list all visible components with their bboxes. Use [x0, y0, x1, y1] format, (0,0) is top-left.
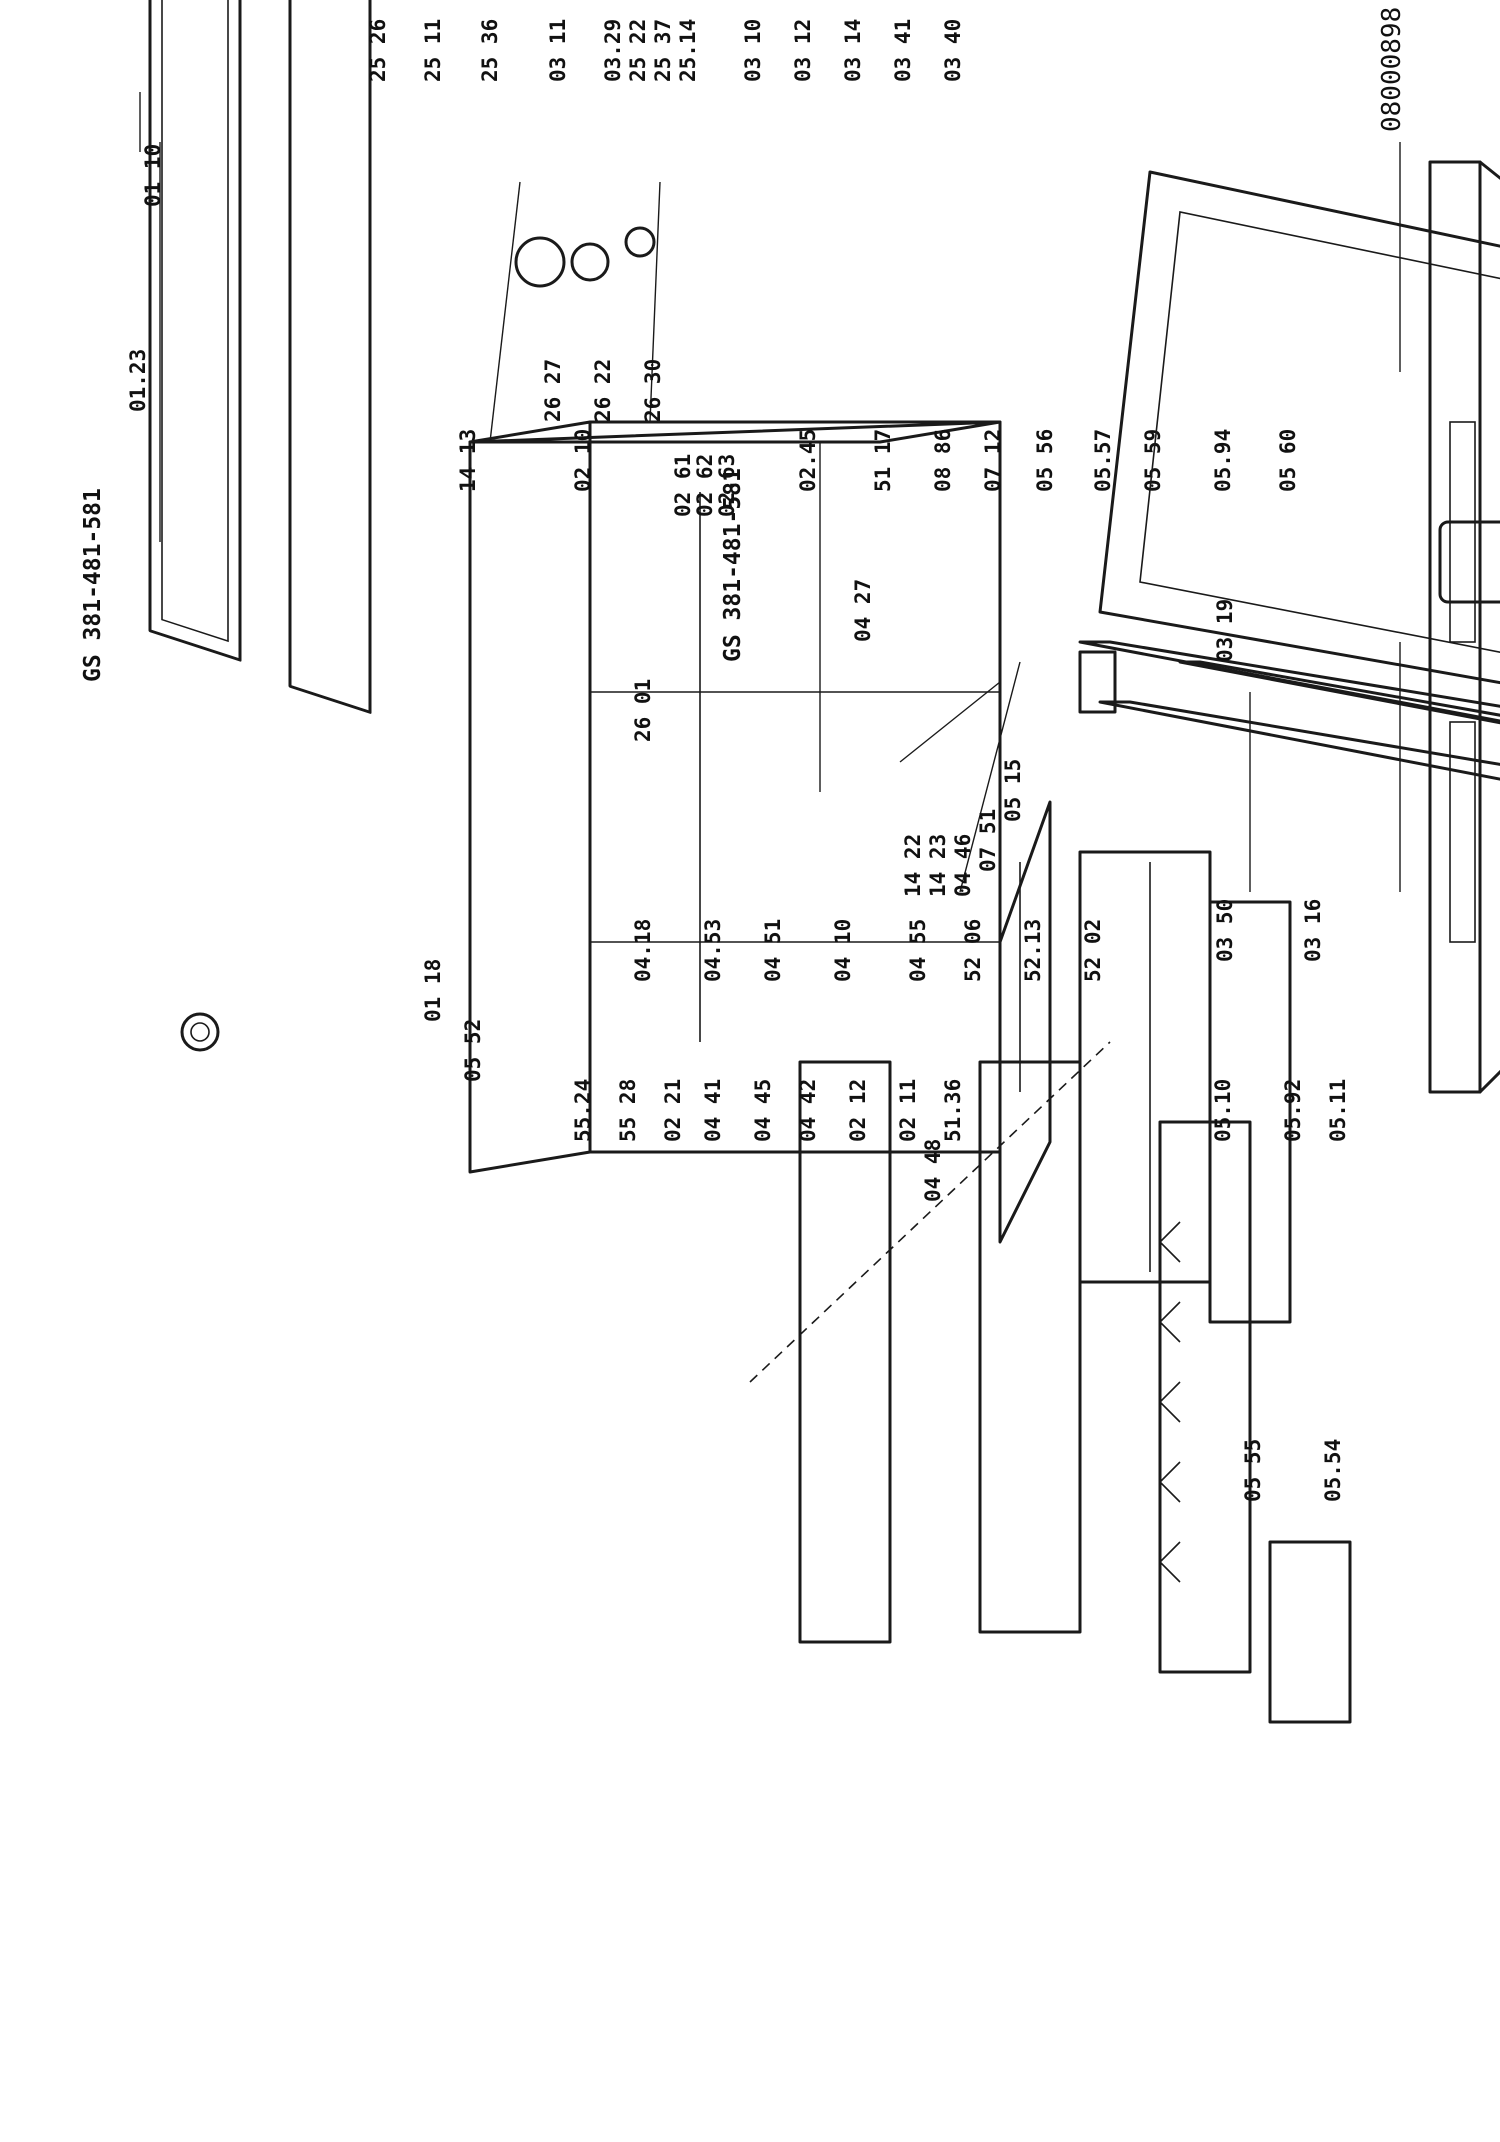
door-inner-panel	[1078, 640, 1500, 864]
label-14-23: 14 23	[926, 834, 950, 897]
toe-kick-strip	[978, 1060, 1252, 1674]
label-02-45: 02.45	[796, 429, 820, 492]
label-04-53: 04.53	[701, 919, 725, 982]
label-08-86: 08 86	[931, 429, 955, 492]
label-03-12: 03 12	[791, 19, 815, 82]
label-55-28: 55 28	[616, 1079, 640, 1142]
grommet-part	[180, 1012, 220, 1052]
document-code: 08000898	[1377, 7, 1407, 132]
label-05-11: 05.11	[1326, 1079, 1350, 1142]
label-05-54: 05.54	[1321, 1439, 1345, 1502]
label-04-27: 04 27	[851, 579, 875, 642]
label-05-60: 05 60	[1276, 429, 1300, 492]
label-04-51: 04 51	[761, 919, 785, 982]
label-04-45: 04 45	[751, 1079, 775, 1142]
label-07-12: 07 12	[981, 429, 1005, 492]
base-rail	[998, 800, 1052, 1244]
left-labels: 01.23 01 10 14 13 02 10 02 61 02 62 02.6…	[126, 144, 1350, 1502]
label-25-22: 25 22	[626, 19, 650, 82]
label-05-94: 05.94	[1211, 429, 1235, 492]
top-lid-frame	[148, 0, 242, 662]
control-panel-housing	[1428, 160, 1500, 1094]
door-hinge-bracket	[1078, 650, 1117, 714]
label-01-23: 01.23	[126, 349, 150, 412]
left-model-title: GS 381-481-581	[80, 488, 106, 682]
left-leader-lines	[139, 92, 1021, 893]
label-05-92: 05.92	[1281, 1079, 1305, 1142]
label-02-10: 02 10	[571, 429, 595, 492]
label-04-42: 04 42	[796, 1079, 820, 1142]
label-04-18: 04.18	[631, 919, 655, 982]
label-05-56: 05 56	[1033, 429, 1057, 492]
label-52-13: 52.13	[1021, 919, 1045, 982]
door-side-strip	[1178, 660, 1500, 814]
label-03-50: 03 50	[1213, 899, 1237, 962]
label-05-15: 05 15	[1001, 759, 1025, 822]
label-01-18: 01 18	[421, 959, 445, 1022]
label-25-14: 25.14	[676, 19, 700, 82]
label-03-29: 03.29	[601, 19, 625, 82]
label-14-22: 14 22	[901, 834, 925, 897]
label-02-12: 02 12	[846, 1079, 870, 1142]
label-26-22: 26 22	[591, 359, 615, 422]
door-outer-panel	[1098, 170, 1500, 764]
label-03-14: 03 14	[841, 19, 865, 82]
label-01-10: 01 10	[141, 144, 165, 207]
label-04-10: 04 10	[831, 919, 855, 982]
label-51-36: 51.36	[941, 1079, 965, 1142]
label-26-01: 26 01	[631, 679, 655, 742]
label-03-40: 03 40	[941, 19, 965, 82]
label-52-06: 52 06	[961, 919, 985, 982]
label-04-48: 04 48	[921, 1139, 945, 1202]
label-04-55: 04 55	[906, 919, 930, 982]
dispenser-unit	[1438, 520, 1500, 604]
label-14-13: 14 13	[456, 429, 480, 492]
label-26-27: 26 27	[541, 359, 565, 422]
label-05-52: 05 52	[461, 1019, 485, 1082]
label-03-41: 03 41	[891, 19, 915, 82]
label-03-11: 03 11	[546, 19, 570, 82]
label-02-11: 02 11	[896, 1079, 920, 1142]
label-25-11: 25 11	[421, 19, 445, 82]
label-03-16: 03 16	[1301, 899, 1325, 962]
label-02-61: 02 61	[671, 454, 695, 517]
label-03-10: 03 10	[741, 19, 765, 82]
front-kick-plate	[1078, 850, 1292, 1324]
label-25-26: 25 26	[366, 19, 390, 82]
label-02-62: 02 62	[693, 454, 717, 517]
label-05-57: 05.57	[1091, 429, 1115, 492]
label-04-41: 04 41	[701, 1079, 725, 1142]
label-07-51: 07 51	[976, 809, 1000, 872]
knob-assembly	[514, 226, 656, 288]
label-05-55: 05 55	[1241, 1439, 1265, 1502]
right-model-title: GS 381-481-581	[720, 468, 746, 662]
label-55-24: 55.24	[571, 1079, 595, 1142]
label-25-36: 25 36	[478, 19, 502, 82]
label-03-19: 03 19	[1213, 599, 1237, 662]
top-lid-panel	[288, 0, 372, 714]
right-labels: 04.18 04.53 04 51 04 10 04 55 52 06 52.1…	[366, 19, 1325, 982]
label-04-46: 04 46	[951, 834, 975, 897]
label-25-37: 25 37	[651, 19, 675, 82]
rear-panel	[749, 1041, 1352, 1724]
label-02-21: 02 21	[661, 1079, 685, 1142]
label-05-10: 05.10	[1211, 1079, 1235, 1142]
label-02-63: 02.63	[715, 454, 739, 517]
label-26-30: 26 30	[641, 359, 665, 422]
label-52-02: 52 02	[1081, 919, 1105, 982]
right-leader-lines	[1249, 142, 1401, 892]
label-51-17: 51 17	[871, 429, 895, 492]
